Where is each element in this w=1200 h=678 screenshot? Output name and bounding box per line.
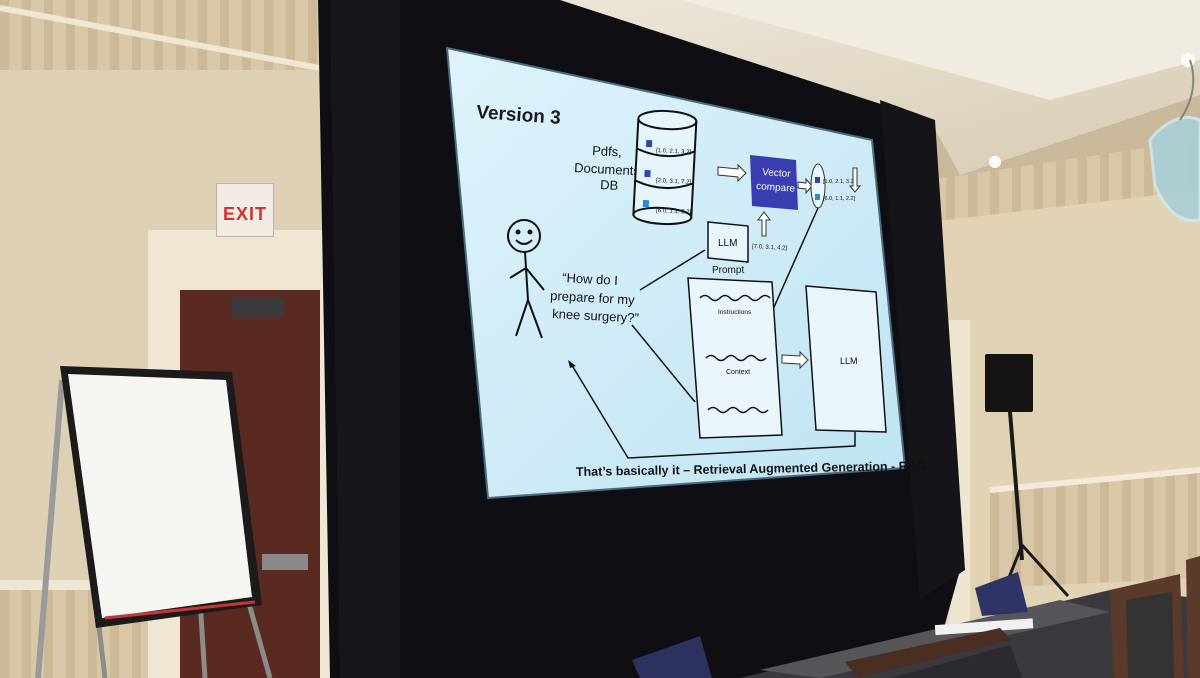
vector-compare-label-1: Vector (762, 167, 792, 180)
llm-big-label: LLM (840, 356, 858, 366)
name-tent (632, 636, 712, 678)
name-tent-2 (975, 572, 1028, 616)
database-icon (632, 109, 698, 226)
exit-sign-text: EXIT (223, 204, 268, 224)
arrow-to-llm-icon (781, 350, 809, 370)
question-line-2: prepare for my (550, 288, 636, 307)
llm-big-box (805, 285, 887, 433)
up-arrow-icon (757, 211, 771, 237)
result-vector-2: [6.0, 1.1, 2.2] (823, 196, 856, 202)
stick-figure-icon (507, 219, 545, 339)
vector-compare-box (750, 155, 798, 210)
chair-back (845, 628, 1012, 678)
sources-label-1: Pdfs, (592, 143, 622, 160)
arrow-icon (717, 163, 747, 183)
db-vector-2: [2.0, 3.1, 7.2] (656, 178, 692, 186)
context-label: Context (726, 369, 750, 376)
question-line-3: knee surgery?” (552, 306, 639, 326)
slide-caption: That’s basically it – Retrieval Augmente… (576, 459, 927, 479)
laptop (890, 645, 1022, 678)
vector-compare-label-2: compare (756, 181, 796, 195)
down-arrow-icon (848, 167, 862, 193)
sources-label-3: DB (600, 177, 619, 193)
llm-small-box (707, 221, 749, 263)
prompt-label: Prompt (712, 265, 744, 276)
result-vector-1: [1.0, 2.1, 3.2] (823, 179, 856, 185)
door-closer (232, 298, 284, 318)
sources-label-2: Documents, (574, 160, 644, 179)
db-vector-1: [1.0, 2.1, 3.2] (656, 148, 692, 156)
db-vector-3: [6.0, 1.1, 2.2] (656, 208, 692, 216)
instructions-label: Instructions (718, 309, 752, 316)
exit-sign: EXIT (216, 183, 274, 237)
question-line-1: “How do I (562, 270, 618, 288)
query-vector: [7.0, 3.1, 4.2] (752, 244, 788, 252)
llm-small-label: LLM (718, 238, 737, 249)
flipchart-icon (35, 366, 273, 678)
speaker-icon (985, 354, 1070, 601)
door-handle (262, 554, 308, 570)
